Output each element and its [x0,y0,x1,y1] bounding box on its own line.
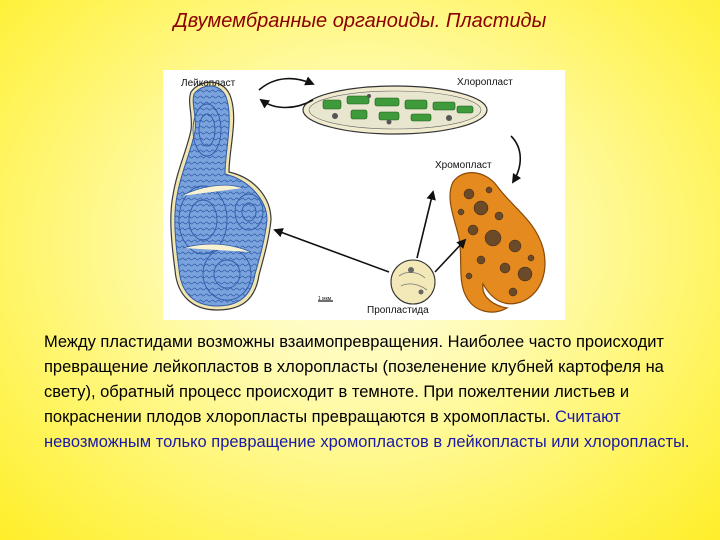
proplastid-image [390,259,436,305]
chloroplast-label: Хлоропласт [457,77,513,88]
arrow-pro-to-leuco [273,228,390,273]
scale-label: 1 мкм [318,296,332,302]
body-text: Между пластидами возможны взаимопревраще… [44,330,704,455]
leucoplast-image [170,81,272,311]
slide-title: Двумембранные органоиды. Пластиды [173,10,547,32]
body-text-highlight: Считают невозможным только превращение х… [44,408,690,451]
arrow-pro-to-chloro [416,190,436,259]
arrow-chloro-to-leuco [259,98,314,109]
chloroplast-image [302,85,488,135]
arrow-pro-to-chromo [434,238,467,273]
conversion-arrows [258,76,522,273]
plastids-figure: Лейкопласт Хлоропласт [163,70,565,320]
body-text-main: Между пластидами возможны взаимопревраще… [44,333,664,426]
arrow-leuco-to-chloro [258,76,315,91]
chromoplast-label: Хромопласт [435,160,492,171]
chromoplast-image [449,172,546,313]
arrow-chloro-to-chromo [510,135,522,184]
leucoplast-label: Лейкопласт [181,78,236,89]
proplastid-label: Пропластида [367,305,429,316]
